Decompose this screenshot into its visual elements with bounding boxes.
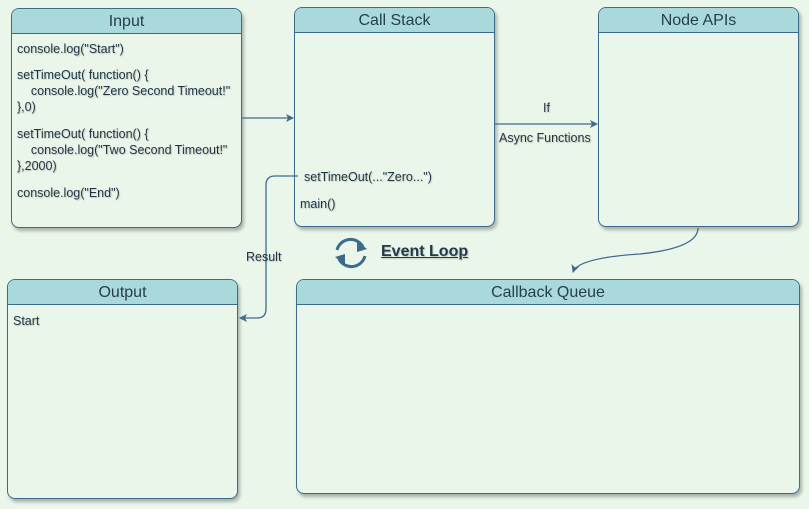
result-arrow: [239, 175, 298, 322]
output-title: Output: [8, 280, 237, 305]
node-apis-title: Node APIs: [599, 8, 798, 33]
result-label: Result: [246, 250, 282, 264]
stack-frame: main(): [300, 197, 336, 211]
node-apis-panel: Node APIs: [598, 7, 799, 227]
if-label: If: [543, 101, 550, 115]
event-loop-title: Event Loop: [381, 243, 469, 260]
output-panel: Output Start: [7, 279, 238, 499]
call-stack-panel: Call Stack setTimeOut(..."Zero...") main…: [294, 7, 495, 227]
callback-queue-panel: Callback Queue: [296, 279, 800, 494]
output-line: Start: [13, 314, 40, 328]
callback-queue-title: Callback Queue: [297, 280, 799, 305]
input-line: console.log("End"): [17, 186, 120, 200]
call-stack-title: Call Stack: [295, 8, 494, 33]
input-line: console.log("Start"): [17, 42, 124, 56]
refresh-cycle-icon: [335, 237, 367, 269]
input-panel: Input console.log("Start") setTimeOut( f…: [11, 8, 242, 228]
input-line: console.log("Zero Second Timeout!": [17, 84, 231, 98]
input-line: setTimeOut( function() {: [17, 68, 149, 82]
input-line: },2000): [17, 159, 57, 173]
async-functions-label: Async Functions: [499, 131, 591, 145]
apis-to-queue-arrow: [571, 227, 699, 273]
input-line: },0): [17, 100, 36, 114]
stack-frame: setTimeOut(..."Zero..."): [304, 170, 432, 184]
input-line: console.log("Two Second Timeout!": [17, 143, 228, 157]
input-title: Input: [12, 9, 241, 34]
input-line: setTimeOut( function() {: [17, 127, 149, 141]
